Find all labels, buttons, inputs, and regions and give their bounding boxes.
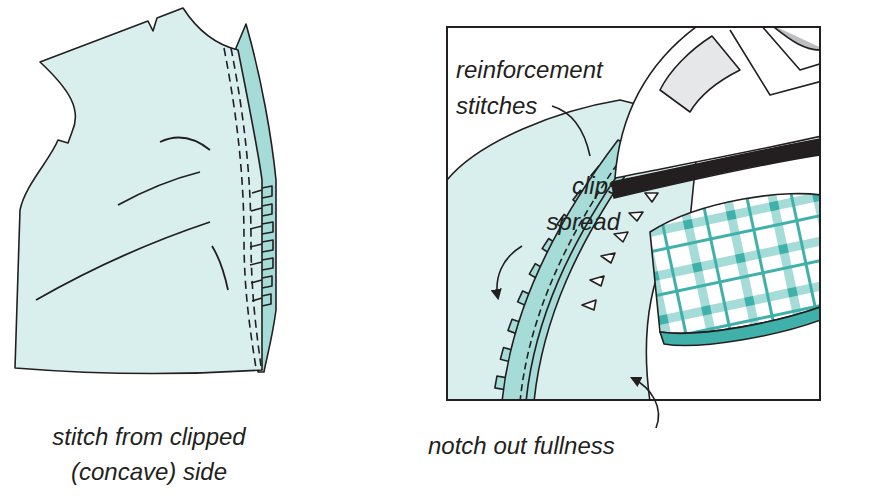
leader-lines [497, 106, 659, 428]
callout-label: notch out fullness [428, 430, 615, 461]
seam-stitching [520, 146, 630, 400]
ham-edge [660, 305, 820, 345]
bodice-piece [15, 8, 276, 374]
detail-view [447, 27, 820, 400]
dart-lines [36, 138, 228, 301]
clips [250, 186, 273, 306]
pressing-ham [650, 194, 820, 334]
caption-text: stitch from clipped (concave) side [18, 420, 280, 490]
callout-label: clips spread [520, 168, 620, 240]
callout-label: reinforcement stitches [456, 52, 626, 124]
bodice-outline [15, 8, 262, 374]
seam-allowance [502, 140, 642, 400]
seam-line [231, 48, 261, 366]
detail-frame [447, 27, 820, 400]
iron [612, 27, 820, 198]
